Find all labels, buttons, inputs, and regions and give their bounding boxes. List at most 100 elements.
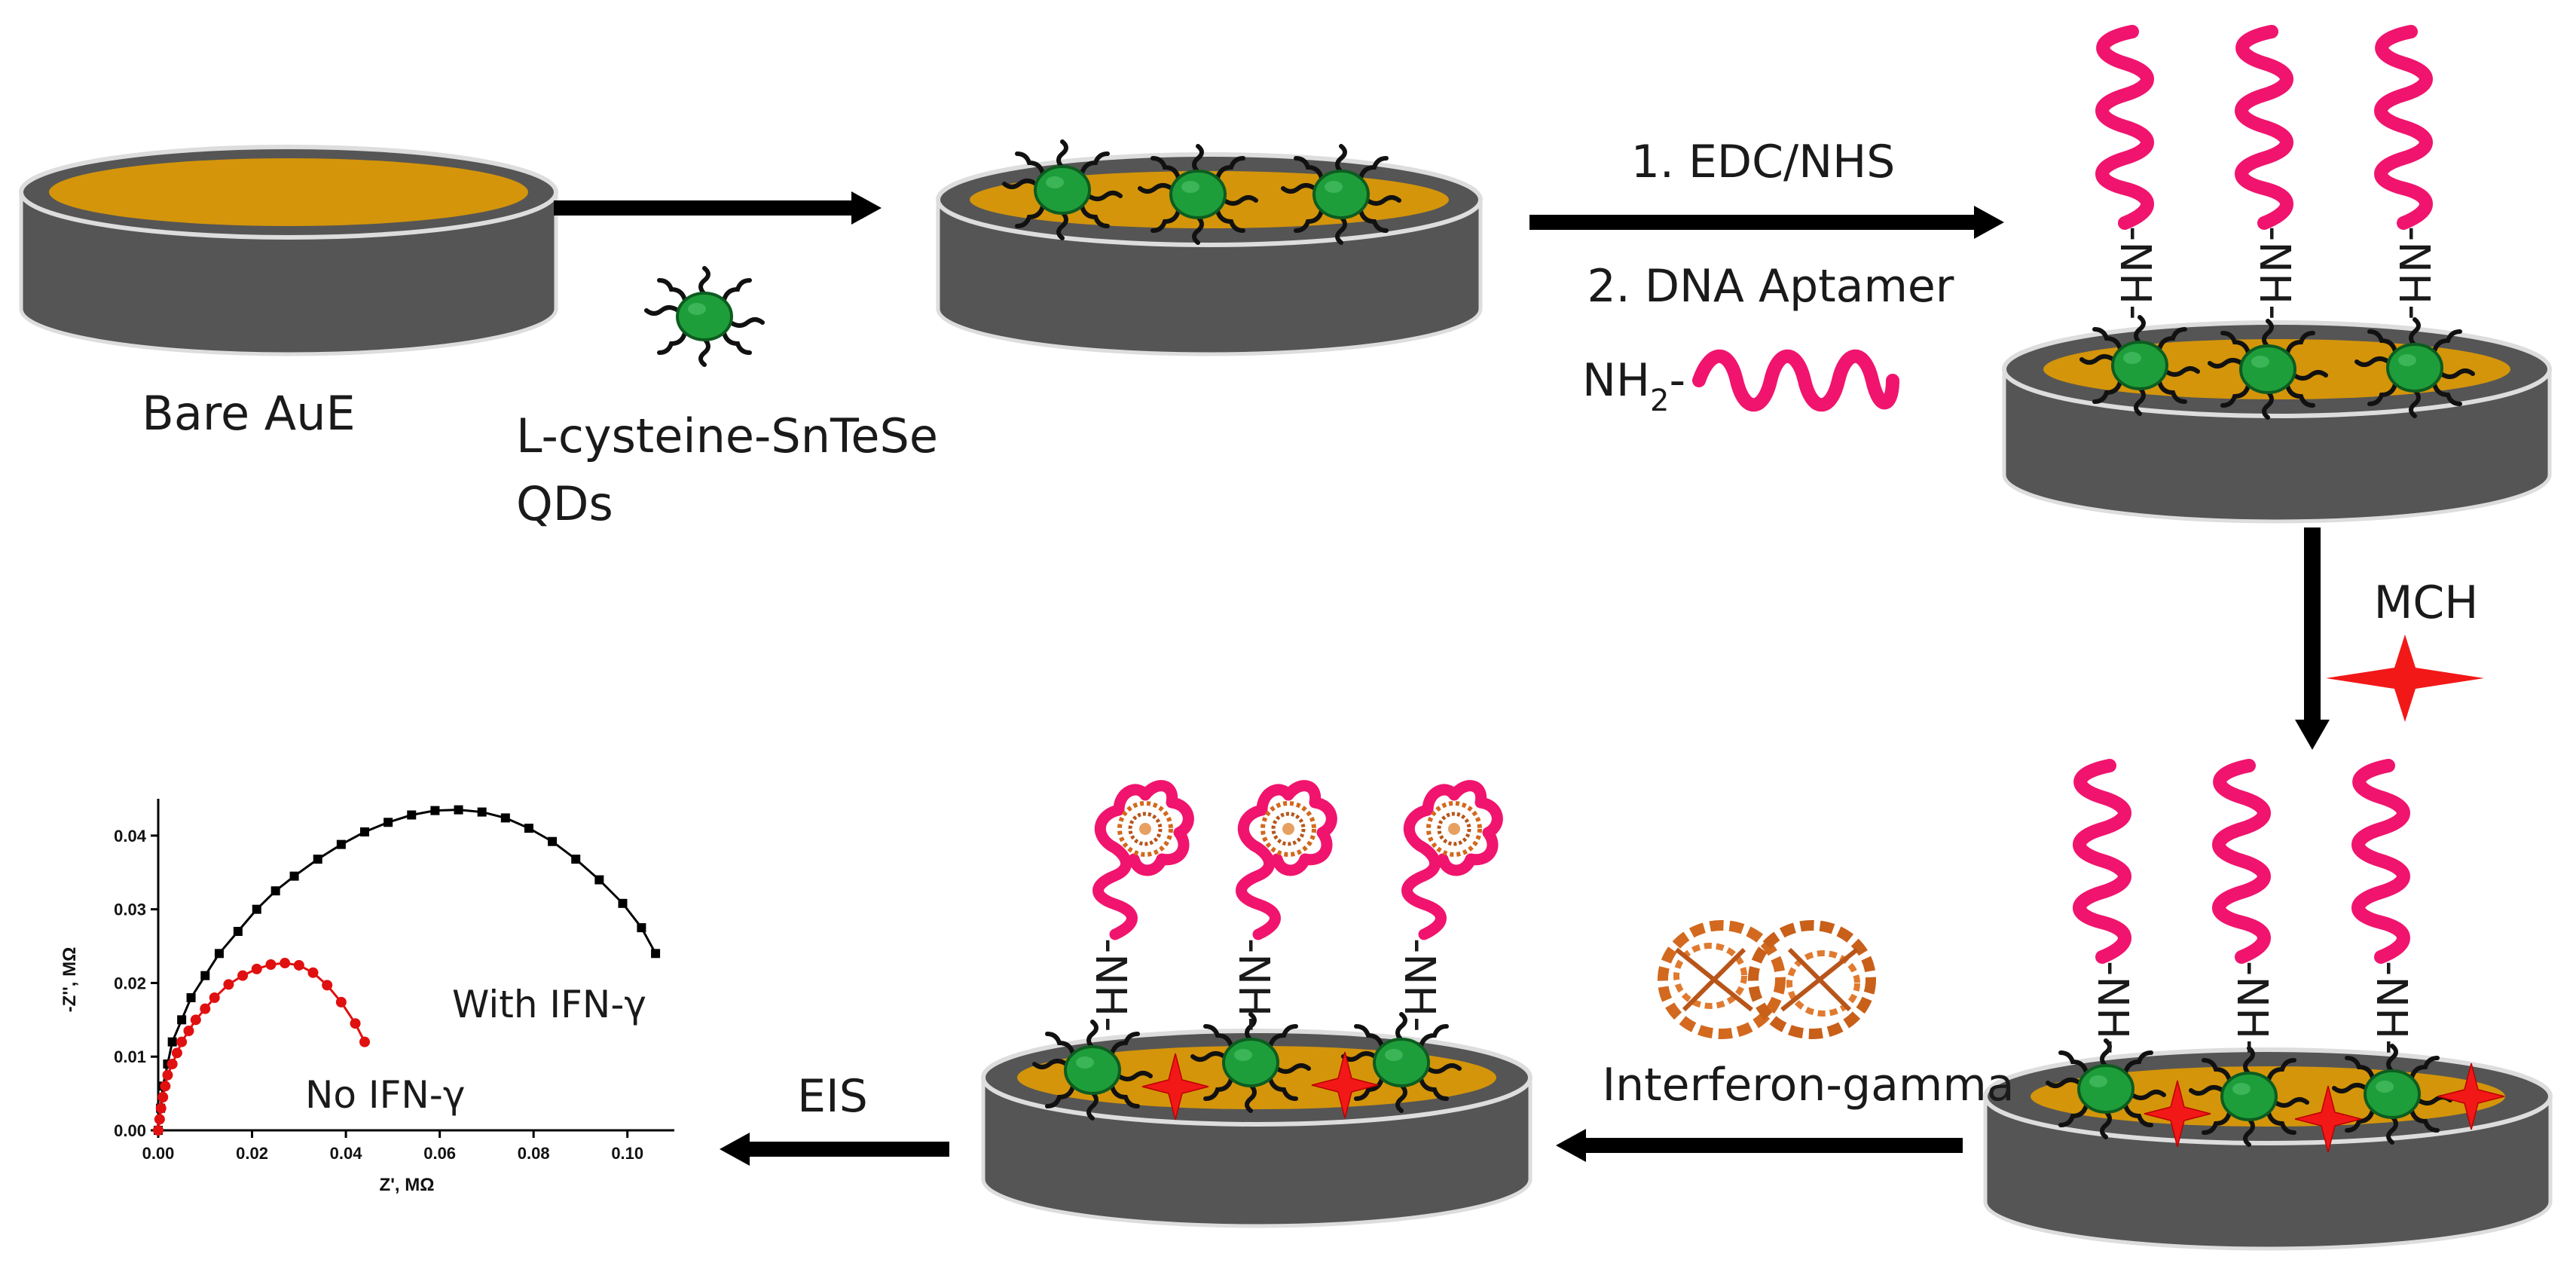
- arrow-step-2: [1529, 206, 2004, 239]
- data-point: [223, 979, 234, 990]
- data-point: [336, 839, 346, 849]
- data-point: [618, 898, 628, 908]
- data-point: [430, 806, 440, 815]
- y-tick-label: 0.00: [114, 1121, 146, 1140]
- nh-linker: -NH-: [1395, 938, 1444, 1032]
- arrow-step-5: [720, 1133, 949, 1166]
- nh-linker: -NH-: [1086, 938, 1135, 1032]
- ifn-gamma-label: Interferon-gamma: [1602, 1059, 2014, 1111]
- dna-aptamer: [2102, 32, 2147, 223]
- data-point: [200, 971, 210, 980]
- data-point: [237, 970, 249, 981]
- bare-aue-label: Bare AuE: [142, 386, 355, 441]
- aptamer-reagent-icon: [1692, 350, 1899, 411]
- data-point: [350, 1018, 361, 1029]
- y-tick-label: 0.03: [114, 900, 146, 919]
- mch-electrode: [1983, 766, 2553, 1251]
- nh-linker: -NH-: [2250, 226, 2299, 320]
- x-axis-label: Z', MΩ: [380, 1175, 435, 1195]
- nh2-label: NH2-: [1582, 354, 1685, 418]
- data-point: [233, 927, 243, 936]
- plot-series: [153, 805, 661, 1136]
- nh-linker: -NH-: [2110, 226, 2159, 320]
- data-point: [322, 980, 333, 991]
- data-point: [594, 875, 604, 885]
- data-point: [200, 1003, 211, 1014]
- data-point: [500, 813, 510, 823]
- data-point: [190, 1014, 201, 1026]
- data-point: [477, 807, 487, 817]
- data-point: [157, 1092, 169, 1102]
- y-tick-label: 0.01: [114, 1047, 146, 1066]
- data-point: [167, 1037, 177, 1047]
- bare-electrode: [19, 145, 558, 356]
- x-tick-label: 0.02: [236, 1144, 268, 1163]
- data-point: [154, 1114, 165, 1125]
- arrow-step-4: [1556, 1129, 1963, 1162]
- data-point: [571, 855, 581, 864]
- eis-label: EIS: [797, 1070, 868, 1123]
- data-point: [176, 1036, 188, 1047]
- data-point: [637, 923, 646, 933]
- dna-aptamer: [2219, 766, 2264, 957]
- y-axis-label: -Z'', MΩ: [60, 947, 80, 1013]
- data-point: [270, 886, 280, 896]
- data-point: [177, 1015, 187, 1025]
- data-point: [251, 963, 262, 974]
- qd-electrode: [936, 142, 1483, 356]
- data-point: [186, 993, 196, 1002]
- data-point: [307, 967, 319, 978]
- aptamer-electrode: [2002, 32, 2552, 524]
- data-point: [293, 959, 304, 971]
- dna-aptamer: [2241, 32, 2287, 223]
- dna-aptamer: [2381, 32, 2426, 223]
- x-tick-label: 0.08: [518, 1144, 550, 1163]
- x-tick-label: 0.06: [423, 1144, 456, 1163]
- data-point: [280, 958, 291, 969]
- nh-linker: -NH-: [2367, 961, 2416, 1054]
- data-point: [407, 810, 417, 820]
- qd-label-line2: QDs: [516, 476, 613, 531]
- data-point: [160, 1081, 171, 1092]
- arrow-step-1: [554, 191, 882, 225]
- data-point: [383, 818, 393, 827]
- nh-linker: -NH-: [2227, 961, 2276, 1054]
- x-tick-label: 0.04: [330, 1144, 363, 1163]
- data-point: [289, 871, 299, 881]
- data-point: [360, 827, 369, 836]
- ifn-gamma-protein-icon: [1658, 920, 1876, 1039]
- annotation-no-ifn: No IFN-γ: [305, 1073, 465, 1117]
- y-tick-label: 0.02: [114, 974, 146, 992]
- data-point: [265, 959, 277, 970]
- data-point: [209, 992, 220, 1003]
- dna-aptamer: [2079, 766, 2125, 957]
- data-point: [548, 836, 558, 846]
- data-point: [313, 855, 322, 864]
- y-tick-label: 0.04: [114, 827, 147, 845]
- step2-label-2: 2. DNA Aptamer: [1587, 260, 1954, 313]
- mch-star-icon: [2326, 634, 2484, 722]
- qd-label-line1: L-cysteine-SnTeSe: [516, 408, 938, 463]
- qd-reagent-icon: [646, 268, 762, 365]
- aptamer-ifn-complex: [1407, 786, 1498, 934]
- data-point: [214, 949, 224, 959]
- nh-linker: -NH-: [2389, 226, 2438, 320]
- aptamer-ifn-complex: [1242, 786, 1332, 934]
- annotation-with-ifn: With IFN-γ: [452, 983, 646, 1026]
- data-point: [359, 1036, 370, 1047]
- data-point: [153, 1125, 163, 1136]
- ifn-bound-electrode: [981, 786, 1532, 1228]
- step2-label-1: 1. EDC/NHS: [1631, 136, 1896, 188]
- data-point: [162, 1069, 173, 1081]
- aptamer-ifn-complex: [1099, 786, 1189, 934]
- mch-label: MCH: [2374, 576, 2479, 629]
- data-point: [335, 996, 347, 1008]
- x-tick-label: 0.10: [611, 1144, 643, 1163]
- arrow-step-3: [2295, 527, 2330, 750]
- data-point: [651, 949, 661, 959]
- data-point: [155, 1102, 167, 1114]
- data-point: [183, 1026, 194, 1036]
